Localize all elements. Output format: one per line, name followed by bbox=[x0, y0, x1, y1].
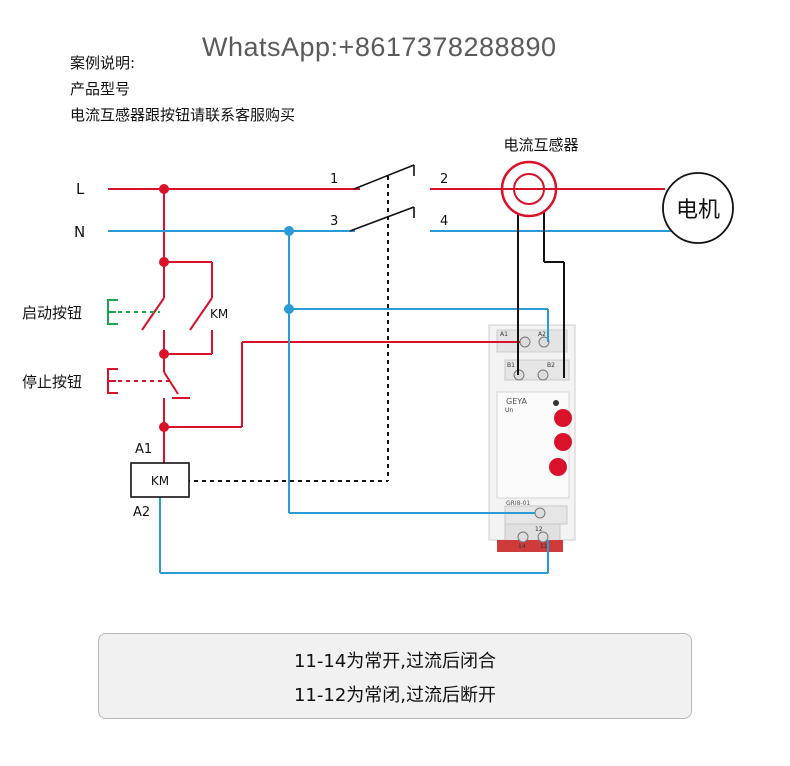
relay-model: GRI8-01 bbox=[506, 500, 530, 507]
overcurrent-relay: GEYA GRI8-01 A1 A2 B1 B2 Un 12 14 11 bbox=[488, 324, 576, 552]
terminal-2-label: 2 bbox=[440, 172, 448, 187]
relay-knob-1 bbox=[554, 409, 572, 427]
relay-14-label: 14 bbox=[518, 543, 526, 550]
relay-a1-label: A1 bbox=[500, 331, 508, 338]
main-contacts bbox=[349, 164, 415, 232]
relay-led bbox=[553, 400, 559, 406]
junction-relay-a2 bbox=[284, 304, 294, 314]
terminal-3-label: 3 bbox=[330, 214, 338, 229]
relay-brand: GEYA bbox=[506, 397, 528, 406]
relay-b2-label: B2 bbox=[547, 362, 555, 369]
terminal-4-label: 4 bbox=[440, 214, 448, 229]
relay-b1-label: B1 bbox=[507, 362, 515, 369]
junction-start-top bbox=[159, 257, 169, 267]
junction-l bbox=[159, 184, 169, 194]
relay-12-label: 12 bbox=[535, 526, 543, 533]
relay-knob-2 bbox=[554, 433, 572, 451]
explanation-line-1: 11-14为常开,过流后闭合 bbox=[293, 651, 497, 672]
line-n-label: N bbox=[74, 223, 85, 241]
relay-terminal-a1 bbox=[519, 336, 531, 348]
stop-button-label: 停止按钮 bbox=[22, 373, 82, 391]
motor bbox=[662, 172, 734, 244]
stop-button-actuator bbox=[107, 368, 172, 394]
relay-terminal-14 bbox=[517, 531, 529, 543]
junction-start-bottom bbox=[159, 349, 169, 359]
explanation-box: 11-14为常开,过流后闭合 11-12为常闭,过流后断开 bbox=[98, 633, 692, 719]
terminal-1-label: 1 bbox=[330, 172, 338, 187]
relay-knob-3 bbox=[549, 458, 567, 476]
motor-label: 电机 bbox=[676, 198, 720, 223]
km-contact-label: KM bbox=[210, 307, 228, 321]
relay-terminal-11 bbox=[537, 531, 549, 543]
ct-secondary-wiring bbox=[517, 212, 565, 378]
coil-a2-label: A2 bbox=[133, 505, 150, 520]
note-line-3: 电流互感器跟按钮请联系客服购买 bbox=[70, 106, 296, 124]
note-line-2: 产品型号 bbox=[70, 80, 131, 98]
neutral-wiring bbox=[108, 230, 672, 574]
km-coil-label: KM bbox=[151, 474, 169, 488]
line-l-label: L bbox=[76, 180, 85, 198]
start-button-actuator bbox=[107, 299, 160, 325]
relay-un-label: Un bbox=[505, 407, 513, 414]
note-line-1: 案例说明: bbox=[70, 54, 136, 72]
km-coil bbox=[130, 462, 190, 498]
watermark: WhatsApp:+8617378288890 bbox=[202, 32, 557, 62]
start-button-label: 启动按钮 bbox=[22, 304, 82, 322]
mechanical-link bbox=[186, 176, 389, 482]
relay-a2-label: A2 bbox=[538, 331, 546, 338]
relay-terminal-12 bbox=[534, 507, 546, 519]
junction-n bbox=[284, 226, 294, 236]
junction-coil bbox=[159, 422, 169, 432]
explanation-line-2: 11-12为常闭,过流后断开 bbox=[293, 685, 497, 706]
relay-terminal-b2 bbox=[537, 369, 549, 381]
coil-a1-label: A1 bbox=[135, 442, 152, 457]
ct-label: 电流互感器 bbox=[503, 136, 578, 154]
relay-11-label: 11 bbox=[540, 543, 548, 550]
